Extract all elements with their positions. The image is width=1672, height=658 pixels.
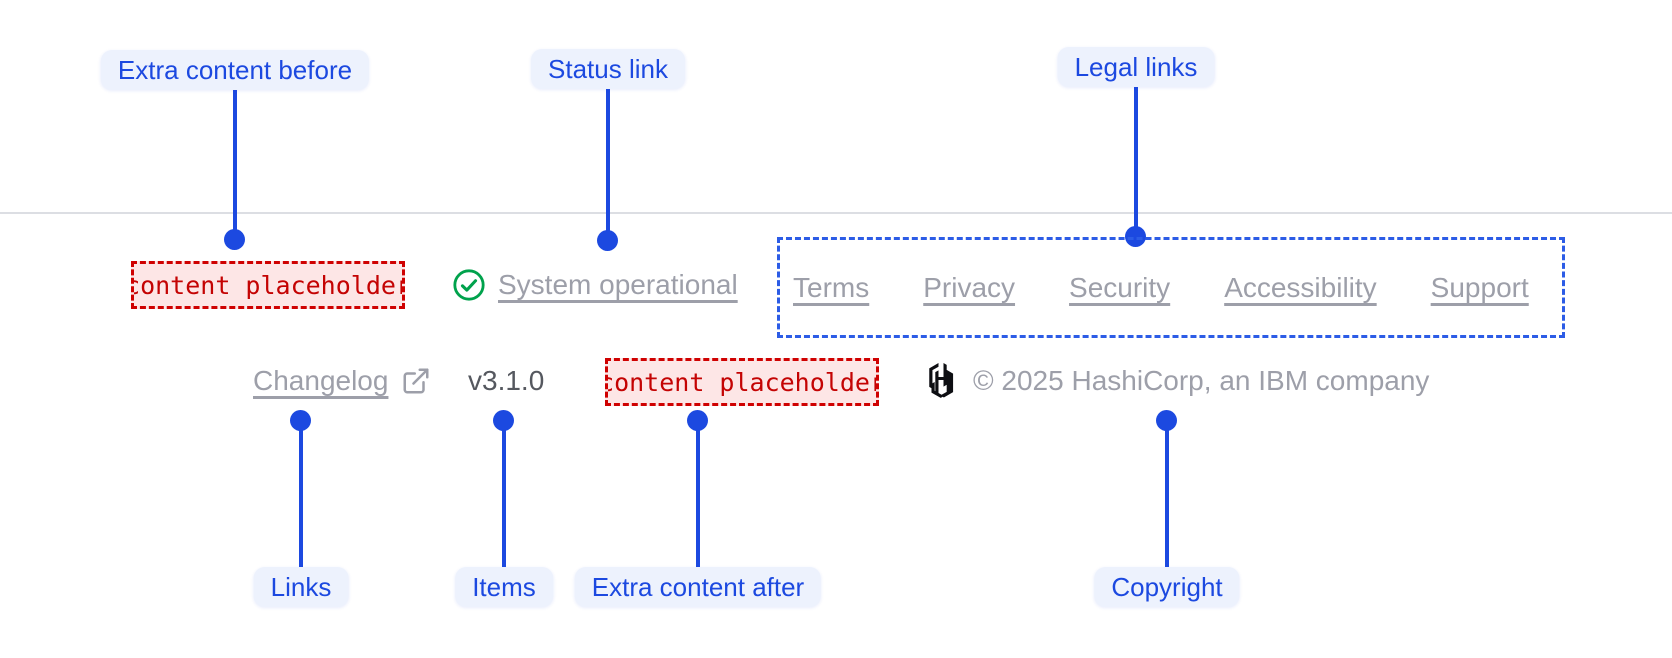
callout-line-copyright [1165,429,1169,567]
annotation-status-link: Status link [531,49,685,89]
callout-line-items [502,429,506,567]
annotation-copyright: Copyright [1094,567,1240,607]
legal-links-group: Terms Privacy Security Accessibility Sup… [777,237,1565,338]
callout-line-legal-links [1134,86,1138,228]
external-link-icon [401,366,431,396]
legal-link-privacy[interactable]: Privacy [923,271,1016,303]
callout-line-links [299,429,303,567]
changelog-link-label: Changelog [253,365,389,396]
legal-link-security[interactable]: Security [1069,271,1171,303]
legal-link-terms[interactable]: Terms [793,271,870,303]
annotation-items: Items [455,567,553,607]
annotation-links: Links [253,567,349,607]
status-link[interactable]: System operational [452,264,738,306]
changelog-link[interactable]: Changelog [253,360,431,402]
callout-dot-copyright [1156,410,1177,431]
status-link-label: System operational [498,269,738,300]
footer-top-divider [0,212,1672,214]
extra-content-after-placeholder: content placeholder [605,358,879,406]
annotation-legal-links: Legal links [1057,47,1215,87]
annotation-extra-content-before: Extra content before [100,50,370,90]
legal-link-accessibility[interactable]: Accessibility [1224,271,1377,303]
hashicorp-logo [923,363,959,399]
callout-dot-extra-content-after [687,410,708,431]
copyright-text: © 2025 HashiCorp, an IBM company [973,365,1430,396]
check-circle-icon [452,268,486,302]
extra-content-before-placeholder: content placeholder [131,261,405,309]
copyright-group: © 2025 HashiCorp, an IBM company [923,360,1429,402]
annotation-extra-content-after: Extra content after [574,567,822,607]
callout-line-extra-content-after [696,429,700,567]
callout-line-extra-content-before [233,89,237,231]
callout-dot-status-link [597,230,618,251]
callout-line-status-link [606,88,610,232]
version-item: v3.1.0 [468,365,545,396]
callout-dot-legal-links [1125,226,1146,247]
callout-dot-items [493,410,514,431]
callout-dot-links [290,410,311,431]
legal-link-support[interactable]: Support [1430,271,1529,303]
callout-dot-extra-content-before [224,229,245,250]
